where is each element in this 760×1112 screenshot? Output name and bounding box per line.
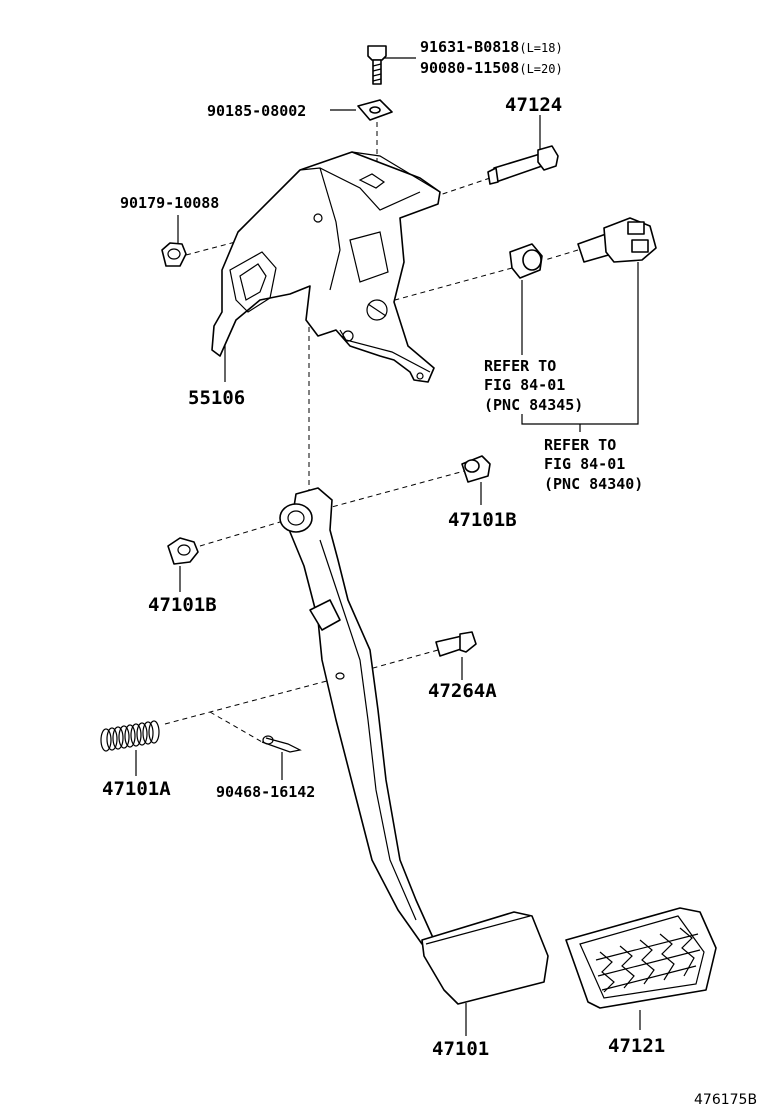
pad-tread-pattern [595,927,701,993]
label-bushing-lower: 47101B [148,594,217,616]
label-clip: 90468-16142 [216,783,315,801]
label-nut: 90179-10088 [120,194,219,212]
hex-nut [161,242,187,267]
pedal-pad-cover [565,907,717,1009]
label-bolt-b: 90080-11508(L=20) [420,59,563,77]
label-nut-plate: 90185-08002 [207,102,306,120]
label-bolt-a: 91631-B0818(L=18) [420,38,563,56]
nut-plate [357,99,393,121]
upper-bushing [461,455,491,483]
label-bushing-upper: 47101B [448,509,517,531]
pedal-pin [487,145,559,185]
part-labels: 91631-B0818(L=18) 90080-11508(L=20) 9018… [102,38,757,1108]
lower-bushing [167,537,199,565]
label-pin: 47124 [505,94,562,116]
ref1-line3: (PNC 84345) [484,396,583,414]
label-spring: 47101A [102,778,171,800]
brake-pedal-arm [279,487,549,1005]
leader-lines [135,57,641,1036]
label-pad: 47121 [608,1035,665,1057]
clevis-pin [435,631,477,657]
label-clevis-pin: 47264A [428,680,497,702]
cotter-clip [261,735,302,753]
pedal-support-bracket [211,151,441,383]
return-spring [100,720,160,752]
label-support: 55106 [188,387,245,409]
switch-bushing [509,243,543,279]
ref2-line3: (PNC 84340) [544,475,643,493]
flange-bolt [367,45,387,85]
ref2-line1: REFER TO [544,436,616,454]
label-pedal: 47101 [432,1038,489,1060]
figure-id: 476175B [694,1092,757,1108]
ref2-line2: FIG 84-01 [544,455,625,473]
stop-lamp-switch [577,217,657,263]
ref1-line2: FIG 84-01 [484,376,565,394]
ref1-line1: REFER TO [484,357,556,375]
